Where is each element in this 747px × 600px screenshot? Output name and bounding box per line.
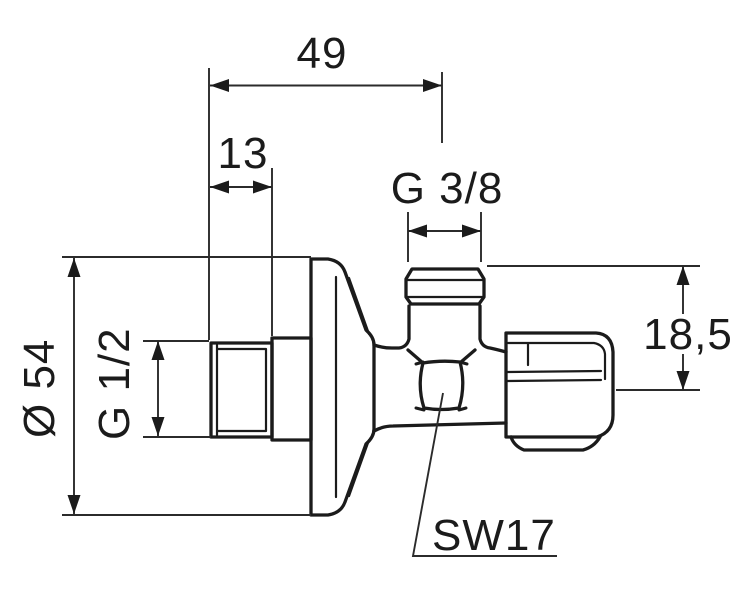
arrowheads xyxy=(67,79,690,514)
outlet-nut-facets xyxy=(404,278,486,299)
body-top-contour-left xyxy=(372,304,411,350)
extension-lines xyxy=(62,68,700,516)
body-bottom-contour xyxy=(372,421,508,433)
outlet-nut-outline xyxy=(404,267,486,306)
inlet-thread-outline xyxy=(209,341,274,439)
valve-part xyxy=(209,257,615,517)
rosette-diameter-label: Ø 54 xyxy=(15,339,64,438)
inlet-neck-cylinder xyxy=(270,336,313,442)
rosette-inner-lines xyxy=(334,275,371,499)
inlet-thread-detail xyxy=(215,343,268,437)
dim-13-label: 13 xyxy=(218,129,269,178)
rosette-outline xyxy=(309,257,376,517)
hex-corner-ticks xyxy=(414,360,469,412)
outlet-thread-label: G 3/8 xyxy=(391,164,504,213)
sw17-leader-line xyxy=(411,392,557,557)
dimension-lines xyxy=(73,84,684,514)
hex-outline xyxy=(418,359,465,412)
body-top-contour-right xyxy=(478,304,508,354)
wrench-size-label: SW17 xyxy=(432,511,556,560)
dimensioning xyxy=(62,68,700,557)
dim-18-5-label: 18,5 xyxy=(643,310,733,359)
handle-details xyxy=(505,341,607,383)
inlet-thread-label: G 1/2 xyxy=(90,327,139,440)
dim-49-label: 49 xyxy=(297,29,348,78)
hex-funnel xyxy=(406,348,477,365)
handle-skirt xyxy=(509,435,602,452)
handle-outline xyxy=(504,331,615,439)
dimension-labels: 49 13 G 3/8 Ø 54 G 1/2 18,5 SW17 xyxy=(15,29,733,560)
